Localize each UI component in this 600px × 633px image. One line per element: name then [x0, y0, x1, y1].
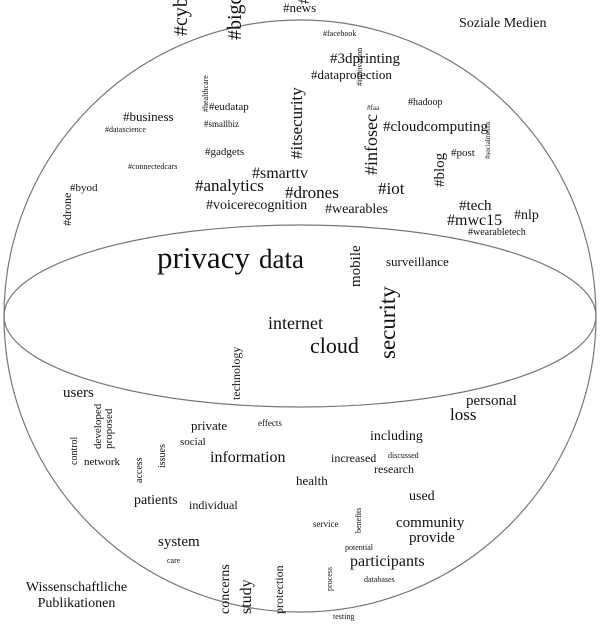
word-hashtag-dataprotection: #dataprotection	[311, 67, 392, 82]
bottom-section-label: Wissenschaftliche Publikationen	[4, 580, 149, 612]
word-process: process	[325, 567, 334, 591]
word-hashtag-analytics: #analytics	[195, 176, 264, 195]
word-participants: participants	[350, 553, 425, 570]
word-testing: testing	[333, 612, 354, 621]
word-care: care	[167, 556, 181, 565]
word-control: control	[69, 436, 80, 465]
word-service: service	[313, 519, 338, 529]
word-hashtag-tech: #tech	[459, 198, 492, 214]
word-issues: issues	[157, 444, 168, 468]
word-hashtag-healthcare: #healthcare	[201, 75, 210, 112]
word-private: private	[191, 418, 227, 433]
word-study: study	[238, 579, 255, 614]
word-hashtag-bigdata: #bigdata	[224, 0, 246, 40]
word-patients: patients	[134, 493, 178, 508]
word-hashtag-facebook: #facebook	[323, 29, 356, 38]
bottom-section-label-line1: Wissenschaftliche	[25, 580, 128, 595]
word-hashtag-business: #business	[123, 109, 174, 124]
word-protection: protection	[272, 565, 286, 614]
equator-ellipse	[3, 224, 597, 408]
word-technology: technology	[229, 347, 243, 400]
word-security: security	[375, 286, 400, 359]
word-hashtag-drone: #drone	[60, 193, 74, 226]
word-hashtag-cybersecurity: #cybersecurity	[170, 0, 192, 36]
word-provide: provide	[409, 530, 455, 546]
word-hashtag-drones: #drones	[285, 183, 339, 202]
word-used: used	[409, 489, 435, 504]
word-hashtag-itsecurity: #itsecurity	[287, 87, 306, 159]
word-hashtag-gadgets: #gadgets	[205, 146, 244, 158]
word-health: health	[296, 473, 328, 488]
word-hashtag-infosec: #infosec	[361, 114, 381, 175]
word-hashtag-socialmedia: #socialmedia	[484, 121, 492, 159]
word-hashtag-blog: #blog	[432, 152, 448, 187]
word-hashtag-mwc15: #mwc15	[447, 212, 502, 229]
word-social: social	[180, 436, 206, 448]
word-hashtag-iot: #iot	[378, 179, 405, 198]
word-potential: potential	[345, 543, 374, 552]
word-hashtag-voicerecognition: #voicerecognition	[206, 198, 307, 213]
word-internet: internet	[268, 313, 323, 333]
word-discussed: discussed	[388, 451, 419, 460]
bottom-section-label-line2: Publikationen	[37, 596, 116, 612]
word-personal: personal	[466, 393, 517, 409]
word-concerns: concerns	[218, 564, 233, 614]
word-information: information	[210, 449, 286, 466]
word-users: users	[63, 385, 94, 401]
word-layer: #news #facebook #cybersecurity #bigdata #int…	[60, 0, 539, 621]
word-hashtag-3dprinting: #3dprinting	[330, 51, 400, 67]
word-research: research	[374, 462, 414, 476]
word-proposed: proposed	[103, 408, 115, 449]
word-hashtag-smarttv: #smarttv	[252, 165, 308, 182]
word-network: network	[84, 456, 121, 468]
word-hashtag-smallbiz: #smallbiz	[204, 119, 239, 129]
word-hashtag-cloudcomputing: #cloudcomputing	[383, 119, 488, 135]
top-section-label: Soziale Medien	[459, 16, 547, 31]
word-including: including	[370, 429, 423, 444]
word-benefits: benefits	[354, 508, 363, 533]
word-hashtag-wearabletech: #wearabletech	[468, 227, 526, 238]
word-hashtag-internetofthings: #internetofthings	[296, 0, 313, 4]
word-effects: effects	[258, 418, 282, 428]
word-hashtag-news: #news	[283, 0, 316, 15]
word-hashtag-hadoop: #hadoop	[408, 97, 442, 108]
word-hashtag-post: #post	[451, 147, 475, 159]
word-hashtag-byod: #byod	[70, 182, 98, 194]
word-hashtag-nlp: #nlp	[514, 208, 539, 223]
word-loss: loss	[450, 405, 476, 424]
word-databases: databases	[364, 575, 395, 584]
word-hashtag-datascience: #datascience	[105, 125, 146, 134]
word-community: community	[396, 515, 465, 531]
word-individual: individual	[189, 498, 238, 512]
word-hashtag-wearables: #wearables	[325, 202, 388, 217]
word-system: system	[158, 534, 200, 550]
word-surveillance: surveillance	[386, 254, 449, 269]
word-increased: increased	[331, 451, 376, 465]
word-hashtag-innovation: #innovation	[355, 48, 364, 86]
word-hashtag-connectedcars: #connectedcars	[128, 162, 177, 171]
word-data: data	[259, 244, 304, 274]
word-access: access	[134, 457, 145, 483]
word-hashtag-eudatap: #eudatap	[209, 101, 249, 113]
word-developed: developed	[92, 403, 104, 449]
word-mobile: mobile	[348, 245, 364, 287]
word-hashtag-faa: #faa	[367, 104, 380, 112]
word-cloud: cloud	[310, 333, 359, 358]
word-privacy: privacy	[157, 240, 250, 275]
